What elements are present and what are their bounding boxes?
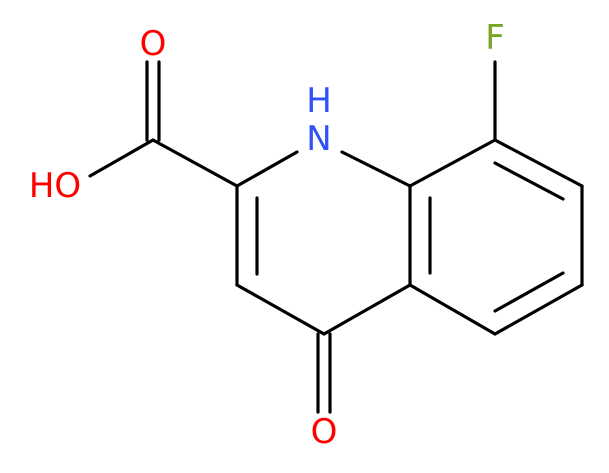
atom-layer: O HO H N F O [29,18,505,452]
bond-c5-c4a [408,283,497,336]
bond-c8-c7-inner [493,161,565,201]
bond-c-oh [88,138,155,178]
bond-layer [88,60,584,414]
atom-f: F [485,18,505,58]
bond-c6-c5-inner [493,271,565,313]
atom-n-h: H [306,81,332,121]
atom-n: N [306,119,331,159]
bond-c2-cooh [151,138,239,188]
atom-o-carbonyl-acid: O [140,24,167,64]
bond-c8-c7 [493,138,584,188]
bond-c4-c4a [322,283,412,336]
atom-o-hydroxyl: HO [29,166,81,206]
atom-o-ketone: O [311,412,338,452]
bond-c3-c4 [235,283,326,336]
bond-c6-c5 [493,283,584,336]
bond-c2-n1 [235,150,299,188]
bond-n1-c8a [340,150,412,188]
bond-c8a-c8 [408,138,497,188]
